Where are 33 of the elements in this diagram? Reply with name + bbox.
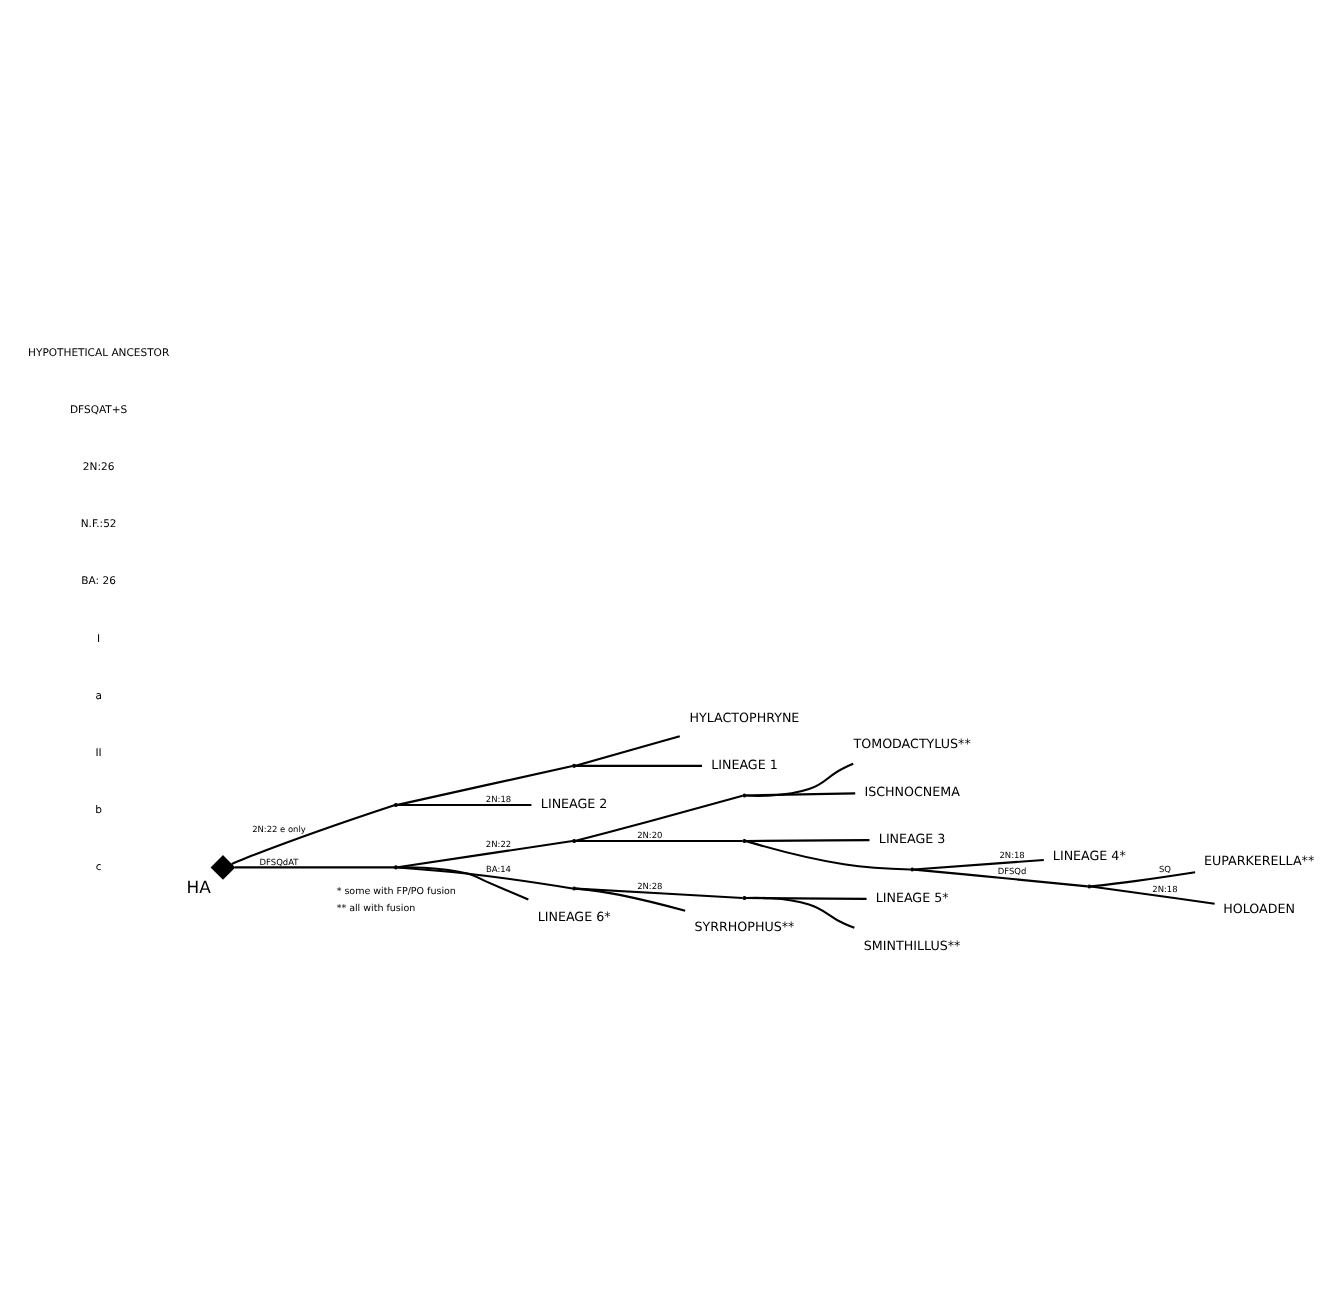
connector xyxy=(575,735,681,767)
connector xyxy=(746,762,854,797)
node-point xyxy=(393,802,398,808)
node-point xyxy=(572,838,577,843)
node-point xyxy=(572,886,577,891)
connector xyxy=(1090,871,1196,888)
connector xyxy=(575,887,686,912)
connector xyxy=(913,859,1044,871)
node-point xyxy=(910,867,915,872)
node-point xyxy=(742,896,747,901)
connector xyxy=(914,868,1088,888)
node-point xyxy=(1087,884,1092,889)
node-point xyxy=(742,838,747,843)
connector xyxy=(397,866,573,890)
connector xyxy=(575,794,743,842)
connector xyxy=(397,839,573,869)
connector xyxy=(746,792,856,797)
connector xyxy=(397,866,529,901)
node-point xyxy=(572,763,577,768)
connector xyxy=(231,804,395,865)
connector xyxy=(746,896,855,929)
node-diamond xyxy=(210,855,236,880)
connector xyxy=(575,839,743,842)
connector xyxy=(746,839,870,842)
connector xyxy=(745,840,911,871)
connector xyxy=(397,803,532,807)
node-point xyxy=(393,865,398,870)
connector xyxy=(575,764,702,767)
node-label: HA xyxy=(186,876,211,897)
connector xyxy=(397,764,573,806)
connector xyxy=(234,866,395,869)
node-point xyxy=(742,793,747,798)
connector xyxy=(1090,885,1215,905)
